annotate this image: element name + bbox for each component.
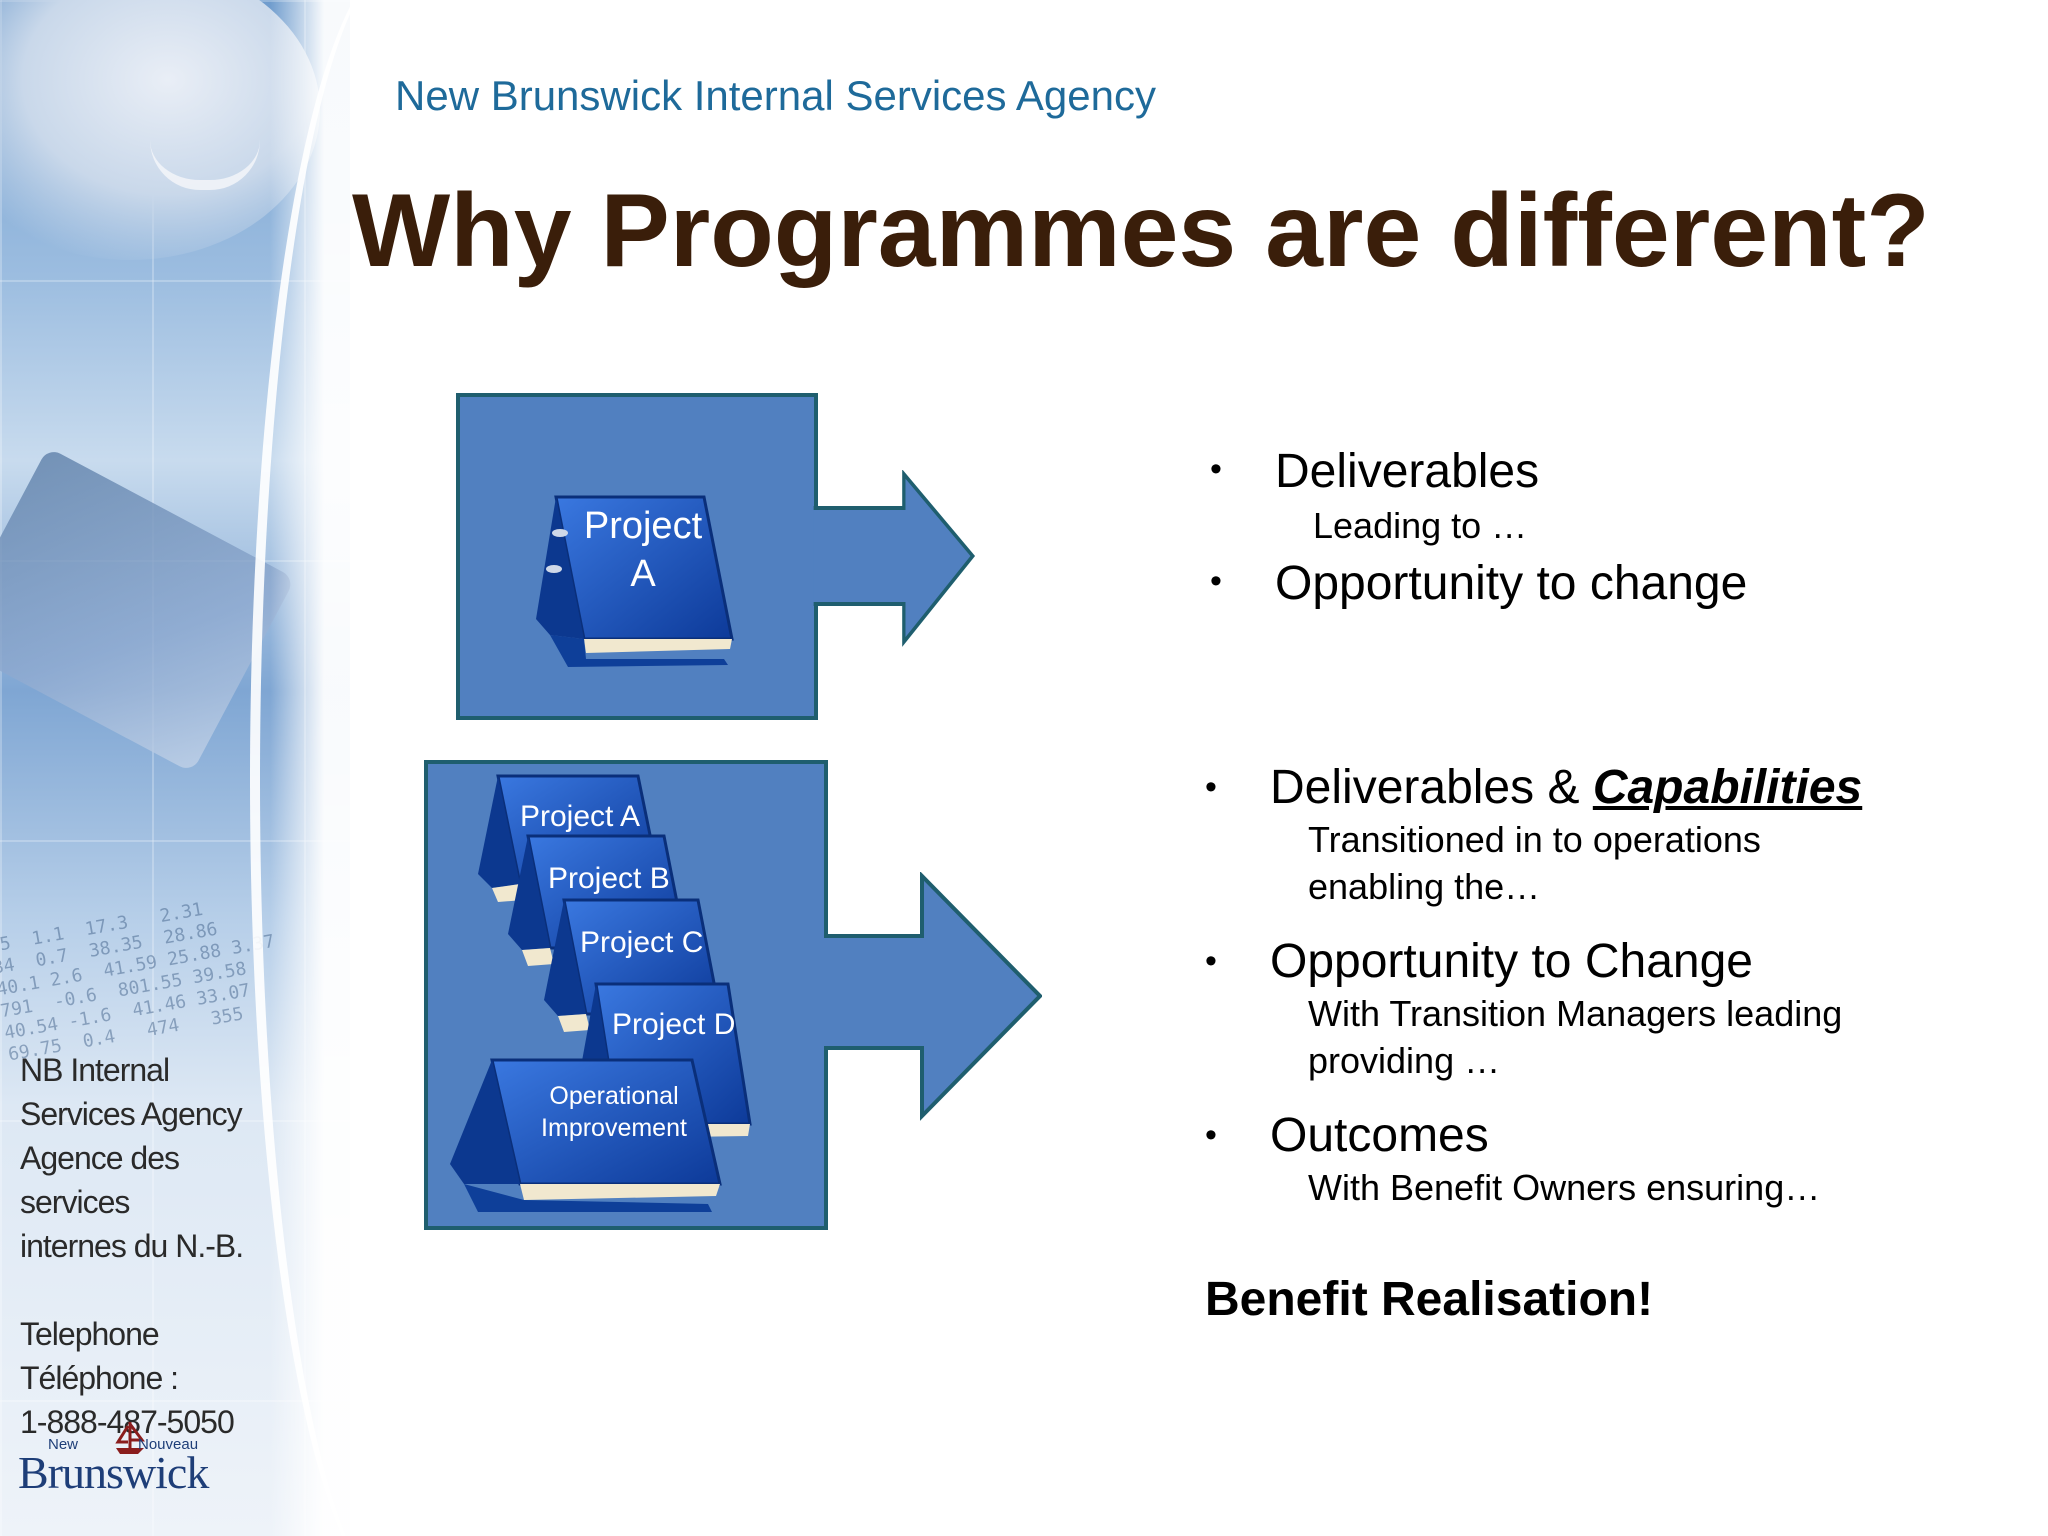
bottom-sub-transitioned: Transitioned in to operations <box>1308 819 1761 860</box>
bottom-sub-benefit-owners: With Benefit Owners ensuring… <box>1308 1167 1821 1208</box>
new-brunswick-logo: New Nouveau Brunswick <box>18 1422 248 1502</box>
bottom-item-outcomes: Outcomes <box>1270 1109 1489 1162</box>
logo-new-text: New <box>48 1436 79 1453</box>
agency-line-1: NB Internal <box>20 1052 170 1088</box>
top-item-deliverables: Deliverables <box>1275 445 1540 498</box>
single-project-box: Project A <box>456 393 818 720</box>
operational-line-1: Operational <box>549 1082 679 1110</box>
agency-line-2: Services Agency <box>20 1096 243 1132</box>
phone-number: 1-888-487-5050 <box>20 1404 235 1440</box>
top-arrow-icon <box>813 470 976 647</box>
bottom-sub-enabling: enabling the… <box>1308 866 1541 907</box>
logo-brunswick-text: Brunswick <box>18 1447 209 1498</box>
binder-label-line-1: Project <box>583 505 703 547</box>
bottom-sub-transition-managers: With Transition Managers leading <box>1308 993 1843 1034</box>
programme-box: Project A Project B Project C Project D … <box>424 760 828 1230</box>
stack-label-project-c: Project C <box>580 926 704 959</box>
top-item-opportunity: Opportunity to change <box>1275 557 1748 610</box>
bottom-sub-providing: providing … <box>1308 1040 1501 1081</box>
bullet-dot: • <box>1210 562 1222 600</box>
logo-nouveau-text: Nouveau <box>138 1436 199 1453</box>
binder-project-a-label: Project A <box>568 502 718 598</box>
agency-line-3: Agence des services <box>20 1140 180 1220</box>
bottom-item-deliverables: Deliverables & Capabilities <box>1270 760 1862 815</box>
stack-label-operational: Operational Improvement <box>524 1080 704 1144</box>
stack-label-project-a: Project A <box>520 800 641 833</box>
bullet-dot: • <box>1205 768 1217 806</box>
benefit-realisation: Benefit Realisation! <box>1205 1273 1654 1326</box>
binder-project-a-icon <box>536 495 734 667</box>
agency-name: New Brunswick Internal Services Agency <box>395 72 1156 119</box>
stack-label-project-b: Project B <box>548 862 670 895</box>
binder-label-line-2: A <box>630 553 656 595</box>
phone-label-en: Telephone <box>20 1316 160 1352</box>
stack-label-project-d: Project D <box>612 1008 736 1041</box>
bullet-dot: • <box>1210 450 1222 488</box>
agency-contact-block: NB Internal Services Agency Agence des s… <box>20 1048 260 1444</box>
bottom-item-opportunity: Opportunity to Change <box>1270 935 1753 988</box>
band-curve <box>250 0 350 1536</box>
deliverables-prefix: Deliverables & <box>1270 761 1593 814</box>
binder-operational-icon <box>450 1058 722 1212</box>
left-decorative-band: 25 1.1 17.3 2.31 34 0.7 38.35 28.86 40.1… <box>0 0 350 1536</box>
phone-label-fr: Téléphone : <box>20 1360 179 1396</box>
capabilities-emphasis: Capabilities <box>1592 761 1863 814</box>
ship-icon <box>115 1422 145 1454</box>
bullet-dot: • <box>1205 942 1217 980</box>
top-item-leading-to: Leading to … <box>1313 505 1528 546</box>
smile-photo <box>150 140 260 190</box>
operational-line-2: Improvement <box>541 1114 687 1142</box>
bottom-arrow-icon <box>824 872 1042 1121</box>
slide-title: Why Programmes are different? <box>352 173 1930 289</box>
binder-stack-icon <box>450 774 752 1212</box>
bullet-dot: • <box>1205 1116 1217 1154</box>
agency-line-4: internes du N.-B. <box>20 1228 244 1264</box>
